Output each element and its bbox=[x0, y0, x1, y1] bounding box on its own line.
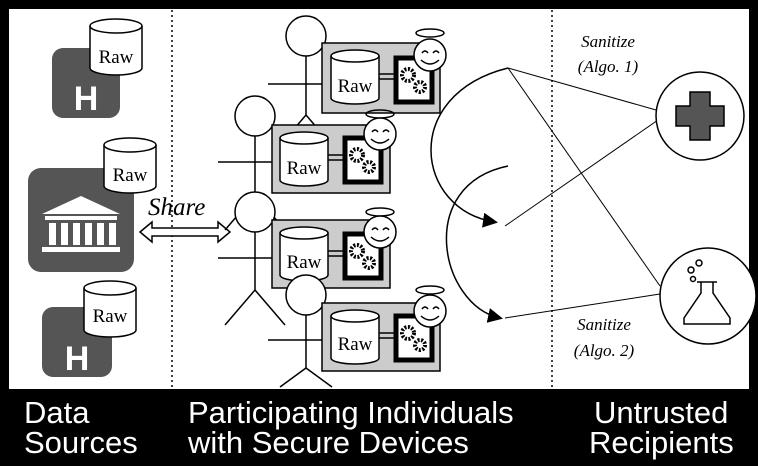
share-label: Share bbox=[148, 194, 205, 221]
participant-1: Raw bbox=[268, 15, 447, 151]
raw-cylinder: Raw bbox=[83, 280, 137, 338]
recipient-lab bbox=[659, 247, 757, 345]
sanitize-bottom-label: Sanitize bbox=[577, 315, 631, 334]
raw-label: Raw bbox=[338, 76, 373, 97]
raw-label: Raw bbox=[287, 252, 322, 273]
raw-label: Raw bbox=[287, 158, 322, 179]
lab-flask-icon bbox=[683, 259, 731, 325]
raw-label: Raw bbox=[338, 334, 373, 355]
participant-3: Raw bbox=[218, 191, 397, 326]
raw-cylinder: Raw bbox=[330, 49, 380, 105]
sanitize-arc-bottom bbox=[445, 165, 509, 323]
source-bank: Raw bbox=[28, 137, 157, 272]
link-bottom-b bbox=[504, 119, 659, 227]
angel-face-icon bbox=[413, 28, 447, 72]
stick-figure-icon bbox=[268, 274, 344, 388]
hospital-icon: H bbox=[74, 80, 99, 118]
share-connector: Share bbox=[138, 194, 232, 244]
link-top-b bbox=[507, 67, 661, 287]
participant-4: Raw bbox=[268, 274, 447, 388]
angel-face-icon bbox=[363, 109, 397, 151]
gears-icon bbox=[349, 243, 376, 270]
raw-label: Raw bbox=[93, 306, 128, 327]
hospital-icon: H bbox=[65, 340, 90, 378]
raw-cylinder: Raw bbox=[103, 137, 157, 194]
sanitize-bottom-algo: (Algo. 2) bbox=[574, 341, 635, 360]
sanitize-arc-top bbox=[430, 67, 509, 228]
gears-icon bbox=[400, 67, 427, 94]
link-top-a bbox=[507, 67, 657, 111]
footer-participants-line1: Participating Individuals bbox=[188, 395, 514, 430]
footer-participants-line2: with Secure Devices bbox=[188, 425, 469, 460]
sanitize-flow bbox=[430, 67, 661, 323]
sanitize-top-algo: (Algo. 1) bbox=[578, 57, 639, 76]
double-arrow-icon bbox=[138, 220, 232, 244]
gears-icon bbox=[400, 325, 427, 352]
link-bottom-a bbox=[504, 293, 661, 319]
angel-face-icon bbox=[363, 207, 397, 249]
gears-icon bbox=[349, 147, 376, 174]
footer-data-sources-line2: Sources bbox=[24, 425, 138, 460]
sanitize-top-label: Sanitize bbox=[581, 32, 635, 51]
medical-cross-icon bbox=[675, 91, 725, 141]
raw-cylinder: Raw bbox=[279, 131, 329, 187]
svg-text:H: H bbox=[65, 340, 90, 378]
participant-2: Raw bbox=[218, 95, 397, 231]
stick-figure-icon bbox=[218, 191, 292, 326]
footer-data-sources-line1: Data bbox=[24, 395, 90, 430]
source-hospital-bottom: H Raw bbox=[42, 280, 137, 378]
raw-cylinder: Raw bbox=[330, 309, 380, 365]
source-hospital-top: H Raw bbox=[52, 18, 143, 118]
recipient-medical bbox=[655, 71, 745, 161]
svg-text:H: H bbox=[74, 80, 99, 118]
angel-face-icon bbox=[413, 285, 447, 328]
raw-cylinder: Raw bbox=[279, 226, 329, 282]
raw-label: Raw bbox=[113, 165, 148, 186]
footer-recipients-line2: Recipients bbox=[589, 425, 734, 460]
footer-recipients-line1: Untrusted bbox=[594, 395, 729, 430]
raw-cylinder: Raw bbox=[89, 18, 143, 76]
bank-icon bbox=[42, 196, 120, 252]
raw-label: Raw bbox=[99, 47, 134, 68]
